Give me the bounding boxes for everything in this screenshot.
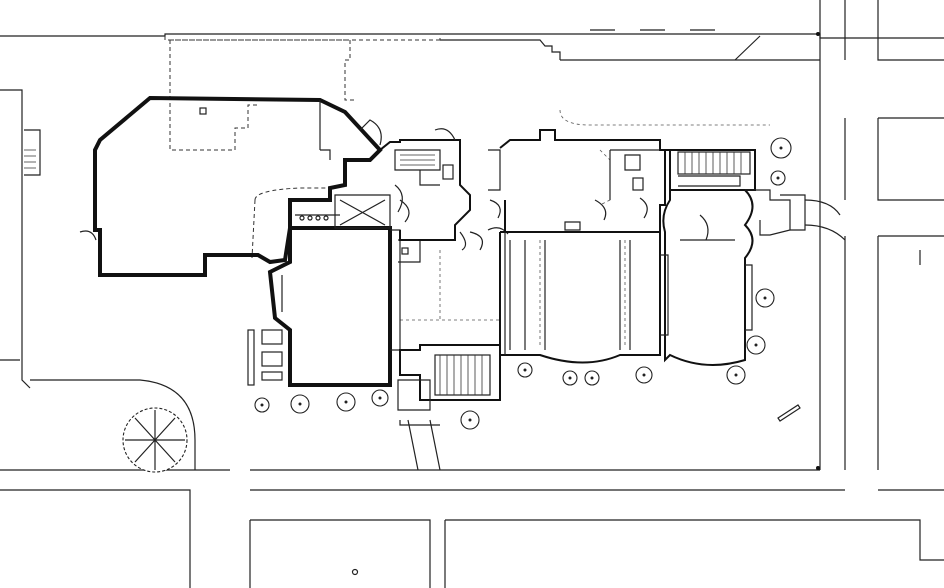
- tree-icon: [755, 288, 775, 308]
- west-wing-outline: [93, 95, 383, 277]
- west-curb-curve: [30, 379, 196, 470]
- core-outline: [379, 139, 471, 241]
- south-stair-block: [399, 344, 501, 401]
- tree-icon: [770, 137, 792, 159]
- tree-icon: [584, 370, 600, 386]
- north-arrow: [777, 404, 801, 422]
- center-core: [379, 128, 509, 251]
- oval-room-door: [699, 214, 709, 241]
- misc-marks: [351, 32, 820, 576]
- tree-icon: [517, 362, 533, 378]
- east-street-curb-b: [877, 0, 944, 61]
- entry-vestibule: [334, 194, 391, 229]
- east-block: [499, 129, 666, 364]
- east-walkway: [804, 199, 846, 241]
- tree-icon: [336, 392, 356, 412]
- tree-icon: [562, 370, 578, 386]
- east-block-2: [844, 235, 944, 470]
- west-steps: [24, 149, 36, 169]
- tree-icon: [635, 366, 653, 384]
- south-west-corner: [0, 489, 191, 588]
- south-block-2: [444, 519, 944, 588]
- tree-icon: [726, 365, 746, 385]
- south-block-1: [249, 519, 431, 588]
- south-vestibule: [397, 379, 431, 411]
- east-large-room: [499, 231, 661, 364]
- tree-icon: [371, 389, 389, 407]
- core-north-door: [434, 128, 456, 141]
- south-entry-path: [399, 419, 441, 471]
- tree-icon: [460, 410, 480, 430]
- tree-icon: [290, 394, 310, 414]
- large-tree-icon: [122, 407, 188, 473]
- east-north-rooms: [499, 129, 666, 233]
- tree-icon: [770, 170, 786, 186]
- west-door-swing: [359, 119, 382, 146]
- tree-icon: [254, 397, 270, 413]
- east-block-1: [877, 117, 944, 201]
- west-wing: [79, 95, 383, 277]
- south-entry: [247, 329, 501, 471]
- east-entry: [745, 189, 791, 236]
- existing-dashed-lines: [164, 36, 770, 370]
- core-double-door: [459, 231, 483, 251]
- north-curb-steps: [440, 39, 561, 60]
- trees: [122, 137, 792, 473]
- main-hall-outline: [267, 226, 392, 387]
- west-building-edge: [0, 89, 31, 389]
- north-property-line: [0, 33, 944, 39]
- tree-icon: [746, 335, 766, 355]
- main-hall: [267, 184, 421, 387]
- west-entry-door: [79, 230, 97, 241]
- far-east-wing: [660, 149, 846, 366]
- east-oval-room: [662, 189, 754, 366]
